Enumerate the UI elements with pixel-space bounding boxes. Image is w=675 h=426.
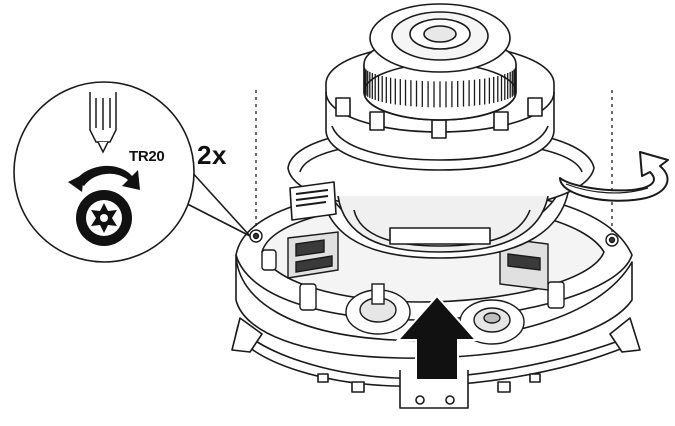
counterclockwise-arrow-icon	[68, 165, 140, 192]
rotate-arrow-icon	[559, 151, 669, 202]
torx-screwdriver-icon	[89, 92, 117, 154]
gear-teeth	[363, 66, 517, 108]
screw-count-label: 2x	[197, 140, 227, 170]
guide-lines	[255, 90, 613, 232]
lens	[369, 3, 511, 73]
bit-size-label: TR20	[129, 148, 165, 165]
up-arrow-icon	[395, 294, 479, 381]
tool-callout	[13, 81, 251, 263]
torx-screw-head-icon	[76, 190, 132, 246]
base-interior	[249, 229, 619, 345]
